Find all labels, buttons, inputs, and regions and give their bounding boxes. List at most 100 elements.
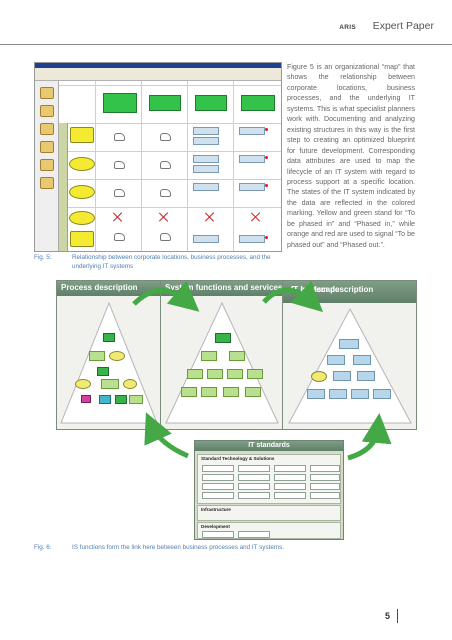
figure-6-caption-text: IS functions form the link here between … (72, 544, 284, 551)
arrow-system-to-landscape (262, 280, 324, 313)
process-step (115, 395, 127, 404)
function-box (223, 387, 239, 397)
system-box (329, 389, 347, 399)
process-box (241, 95, 275, 111)
function-box (187, 369, 203, 379)
org-unit (70, 127, 94, 143)
system-node (311, 371, 327, 382)
system-box (239, 235, 265, 243)
standards-section: Standard Technology & Solutions (197, 454, 341, 504)
function-box (247, 369, 263, 379)
system-box (193, 127, 219, 135)
phased-out-mark (205, 212, 215, 222)
panel-title: Process description (61, 283, 138, 292)
process-marker (99, 395, 111, 404)
function-box (207, 369, 223, 379)
system-box (353, 355, 371, 365)
system-box (357, 371, 375, 381)
panel-title-line2: IT system description (291, 285, 374, 294)
process-box (103, 93, 137, 113)
app-toolbar (35, 72, 281, 81)
system-box (193, 165, 219, 173)
panel-process-description: Process description (56, 280, 162, 430)
phased-out-mark (113, 212, 123, 222)
folder-icon (40, 177, 54, 189)
lane-marker (59, 229, 68, 251)
section-title: Standard Technology & Solutions (201, 456, 275, 461)
org-unit (69, 157, 95, 171)
figure-5-screenshot (34, 62, 282, 252)
system-box (193, 183, 219, 191)
folder-icon (40, 123, 54, 135)
process-step (89, 351, 105, 361)
function-box (227, 369, 243, 379)
process-box (195, 95, 227, 111)
system-box (239, 127, 265, 135)
standards-section: Development (197, 522, 341, 539)
figure-5-caption: Fig. 5: Relationship between corporate l… (34, 254, 282, 270)
folder-icon (40, 105, 54, 117)
it-standards-title: IT standards (195, 441, 343, 451)
arrow-process-to-system (132, 280, 200, 312)
process-event (123, 379, 137, 389)
process-marker (81, 395, 91, 403)
phased-out-mark (159, 212, 169, 222)
relationship-arrows (132, 280, 392, 461)
phased-out-mark (251, 212, 261, 222)
system-box (373, 389, 391, 399)
function-box (201, 351, 217, 361)
function-box (215, 333, 231, 343)
system-box (193, 137, 219, 145)
lane-marker (59, 123, 68, 151)
figure-5-label: Fig. 5: (34, 254, 52, 261)
process-step (97, 367, 109, 376)
arrow-standards-to-landscape (347, 413, 392, 461)
figure-6-label: Fig. 6: (34, 544, 52, 551)
lane-marker (59, 207, 68, 229)
lane-marker (59, 179, 68, 207)
section-title: Development (201, 524, 230, 529)
system-box (239, 183, 265, 191)
page-number: 5 (384, 611, 390, 621)
system-box (307, 389, 325, 399)
panel-title: System functions and services (165, 283, 283, 292)
model-canvas (59, 81, 281, 251)
figure-6-diagram: Process description System functions and… (56, 280, 417, 540)
system-box (239, 155, 265, 163)
process-event (109, 351, 125, 361)
lane-marker (59, 151, 68, 179)
section-title: Infrastructure (201, 507, 231, 512)
header-divider (0, 44, 452, 45)
org-unit (70, 231, 94, 247)
process-step (129, 395, 143, 404)
process-step (103, 333, 115, 342)
arrow-standards-to-functions (144, 412, 189, 459)
app-menubar (35, 68, 281, 72)
function-box (201, 387, 217, 397)
system-box (193, 235, 219, 243)
folder-icon (40, 87, 54, 99)
header-brand: ARIS (339, 24, 356, 31)
system-box (351, 389, 369, 399)
process-box (149, 95, 181, 111)
header-title: Expert Paper (372, 20, 434, 32)
org-unit (69, 211, 95, 225)
system-box (193, 155, 219, 163)
system-box (327, 355, 345, 365)
function-box (229, 351, 245, 361)
figure-5-caption-text: Relationship between corporate locations… (72, 254, 271, 270)
process-step (101, 379, 119, 389)
system-box (339, 339, 359, 349)
org-unit (69, 185, 95, 199)
system-box (333, 371, 351, 381)
process-event (75, 379, 91, 389)
figure-6-caption: Fig. 6: IS functions form the link here b… (34, 544, 334, 553)
page-marker-bar (397, 609, 398, 623)
folder-icon (40, 141, 54, 153)
function-box (181, 387, 197, 397)
folder-icon (40, 159, 54, 171)
function-box (245, 387, 261, 397)
standards-section: Infrastructure (197, 505, 341, 521)
it-standards-panel: IT standards Standard Technology & Solut… (194, 440, 344, 540)
app-titlebar (35, 63, 281, 68)
